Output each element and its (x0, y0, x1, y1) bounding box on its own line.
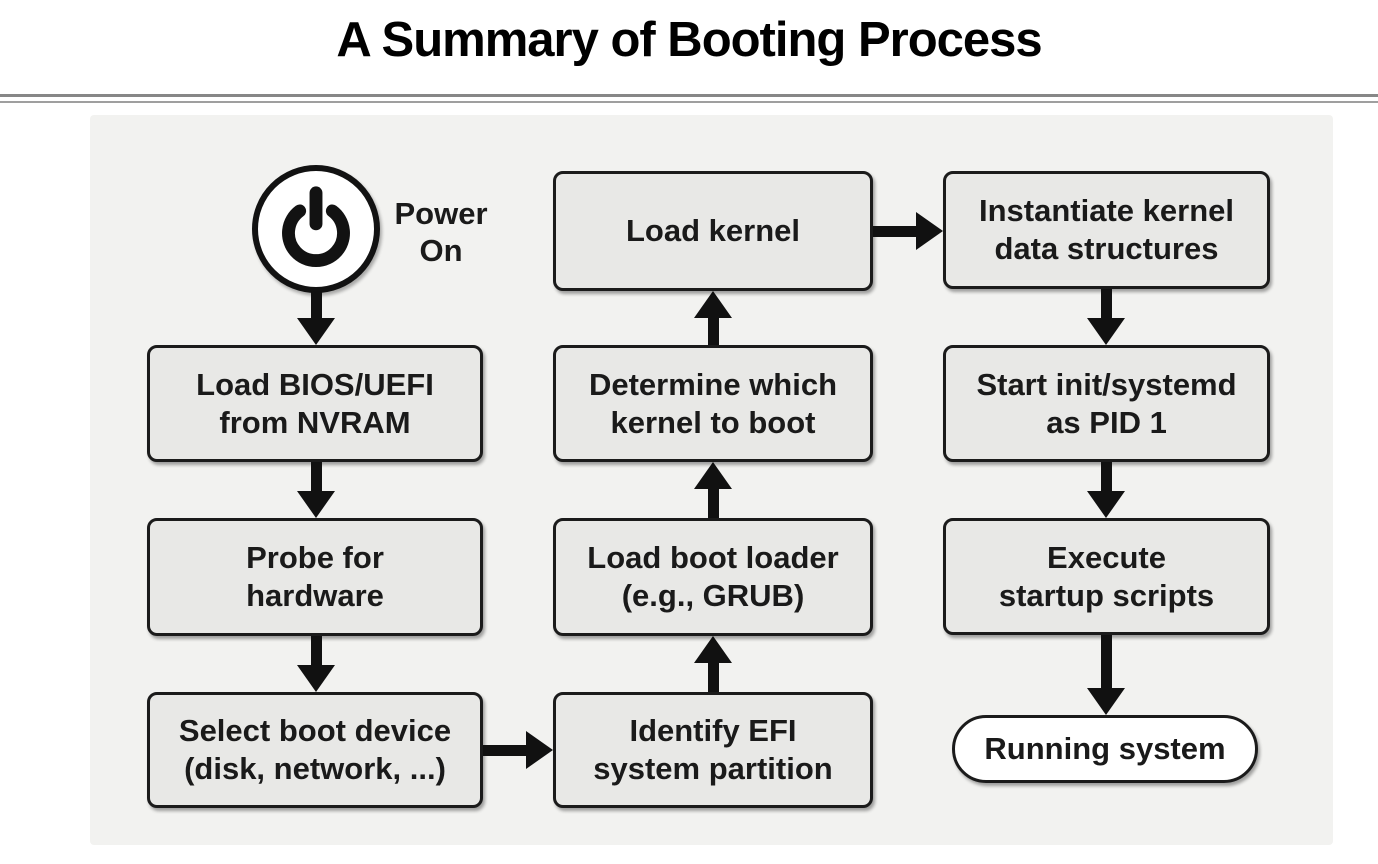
title-divider (0, 94, 1378, 103)
power-icon (252, 165, 380, 293)
node-label: Load BIOS/UEFI from NVRAM (196, 366, 434, 440)
node-label: Instantiate kernel data structures (979, 193, 1234, 266)
arrow-up-icon (694, 462, 732, 518)
node-label: Execute startup scripts (998, 539, 1215, 613)
arrow-right-icon (483, 731, 553, 769)
node-running-system: Running system (952, 715, 1258, 783)
node-label: Load kernel (626, 213, 800, 249)
node-start-init-systemd: Start init/systemd as PID 1 (943, 345, 1270, 462)
node-probe-hardware: Probe for hardware (147, 518, 483, 636)
node-load-kernel: Load kernel (553, 171, 873, 291)
arrow-down-icon (1087, 635, 1125, 715)
node-label: Determine which kernel to boot (588, 366, 838, 440)
node-select-boot-device: Select boot device (disk, network, ...) (147, 692, 483, 808)
node-label: Select boot device (disk, network, ...) (178, 713, 452, 786)
arrow-down-icon (1087, 289, 1125, 345)
node-label: Probe for hardware (246, 540, 384, 613)
node-label: Running system (984, 731, 1226, 767)
arrow-down-icon (297, 291, 335, 345)
node-determine-kernel: Determine which kernel to boot (553, 345, 873, 462)
arrow-down-icon (1087, 462, 1125, 518)
page-title: A Summary of Booting Process (336, 13, 1042, 67)
node-label: Start init/systemd as PID 1 (976, 366, 1237, 440)
power-on-label: Power On (394, 196, 488, 269)
diagram-panel: Power On Load BIOS/UEFI from NVRAM Probe… (90, 115, 1333, 845)
node-instantiate-kernel: Instantiate kernel data structures (943, 171, 1270, 289)
arrow-up-icon (694, 636, 732, 692)
power-glyph (282, 186, 350, 268)
arrow-down-icon (297, 462, 335, 518)
node-load-bios-uefi: Load BIOS/UEFI from NVRAM (147, 345, 483, 462)
node-identify-efi: Identify EFI system partition (553, 692, 873, 808)
arrow-down-icon (297, 636, 335, 692)
node-load-boot-loader: Load boot loader (e.g., GRUB) (553, 518, 873, 636)
node-label: Identify EFI system partition (593, 713, 833, 786)
arrow-up-icon (694, 291, 732, 345)
node-execute-startup-scripts: Execute startup scripts (943, 518, 1270, 635)
node-label: Load boot loader (e.g., GRUB) (587, 540, 839, 613)
arrow-right-icon (873, 212, 943, 250)
